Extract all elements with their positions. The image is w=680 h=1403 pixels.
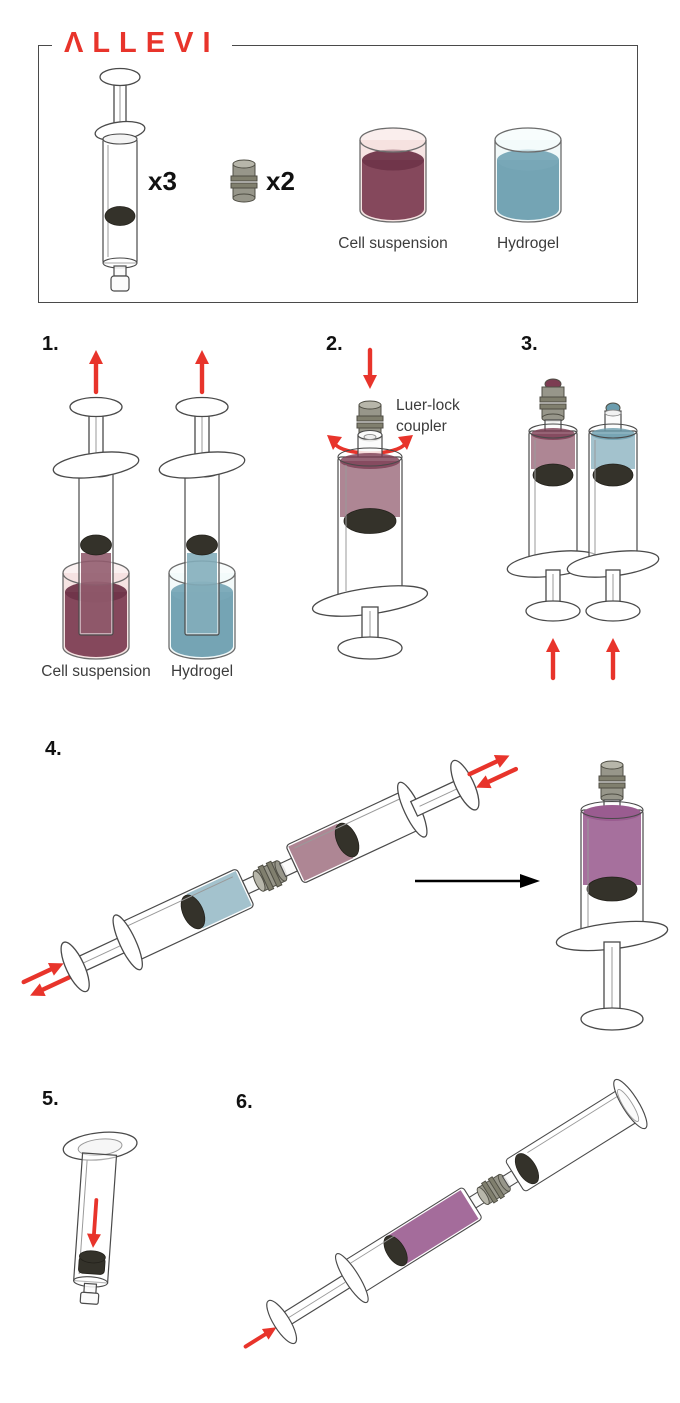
syringe-mixed-bioink bbox=[555, 760, 669, 1031]
push-arrow-icon bbox=[243, 1327, 277, 1349]
beaker-label-cell-suspension: Cell suspension bbox=[338, 235, 448, 252]
down-arrow-icon bbox=[363, 347, 377, 389]
up-arrow-icon bbox=[89, 350, 103, 395]
down-arrow-icon bbox=[86, 1198, 101, 1248]
syringe-count-label: x3 bbox=[148, 166, 177, 196]
beaker-label-hydrogel: Hydrogel bbox=[496, 235, 560, 252]
beakers-illustration bbox=[359, 127, 562, 223]
step-1-label-cell-suspension: Cell suspension bbox=[41, 663, 151, 680]
right-arrow-icon bbox=[415, 874, 540, 888]
step-3-illustration bbox=[506, 378, 660, 681]
syringe-in-hydrogel bbox=[158, 396, 246, 660]
empty-barrel-illustration bbox=[62, 1131, 138, 1305]
step-3-number: 3. bbox=[521, 333, 538, 355]
luer-lock-coupler-label: Luer-lock coupler bbox=[396, 397, 460, 435]
luer-lock-coupler-illustration bbox=[230, 159, 258, 203]
push-pull-arrows-icon bbox=[467, 755, 519, 789]
step-1-illustration bbox=[52, 350, 246, 660]
syringe-illustration bbox=[94, 67, 146, 292]
luer-lock-coupler-illustration bbox=[252, 860, 288, 892]
coupler-count-label: x2 bbox=[266, 166, 295, 196]
syringe-cell-suspension-inverted bbox=[311, 429, 429, 660]
up-arrow-icon bbox=[546, 638, 560, 681]
up-arrow-icon bbox=[606, 638, 620, 681]
step-1-number: 1. bbox=[42, 333, 59, 355]
luer-lock-coupler-illustration bbox=[598, 760, 626, 803]
step-5-number: 5. bbox=[42, 1088, 59, 1110]
syringe-in-cell-suspension bbox=[52, 396, 140, 660]
step-4-number: 4. bbox=[45, 738, 62, 760]
up-arrow-icon bbox=[195, 350, 209, 395]
syringe-cell-suspension-capped bbox=[506, 378, 600, 622]
step-1-label-hydrogel: Hydrogel bbox=[170, 663, 234, 680]
syringe-hydrogel-inverted bbox=[566, 402, 660, 622]
step-6-transfer-illustration bbox=[243, 1078, 648, 1349]
step-2-number: 2. bbox=[326, 333, 343, 355]
push-pull-arrows-icon bbox=[21, 962, 73, 997]
beaker-cell-suspension bbox=[359, 127, 427, 223]
step-4-coupled-syringes bbox=[21, 755, 519, 997]
step-6-number: 6. bbox=[236, 1091, 253, 1113]
step-2-illustration bbox=[311, 347, 429, 660]
beaker-hydrogel bbox=[494, 127, 562, 223]
allevi-logo: ΛLLEVI bbox=[52, 27, 232, 60]
